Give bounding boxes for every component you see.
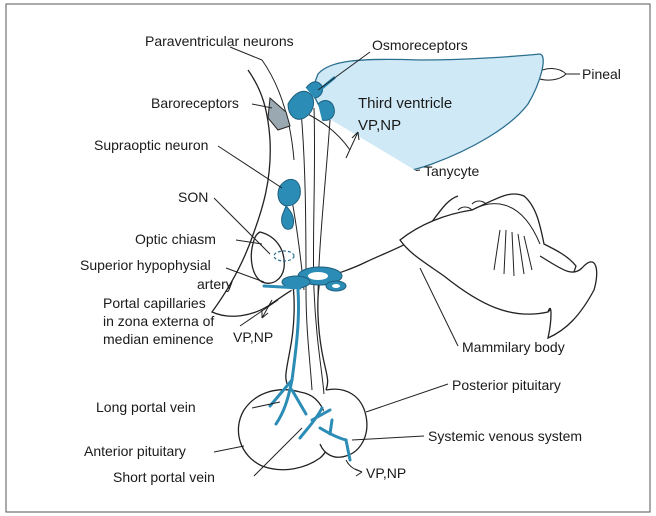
- paraventricular-label: Paraventricular neurons: [145, 33, 294, 49]
- mammillary-label: Mammilary body: [462, 339, 565, 355]
- osmoreceptors-label: Osmoreceptors: [372, 37, 468, 53]
- long-portal-vein-label: Long portal vein: [96, 399, 196, 415]
- vpnp-portal-label: VP,NP: [233, 329, 273, 345]
- portal-cap-label-1: Portal capillaries: [103, 295, 206, 311]
- baroreceptors-label: Baroreceptors: [151, 95, 239, 111]
- son-label: SON: [178, 189, 208, 205]
- plexus-gap-2: [332, 284, 340, 288]
- superior-hypophysial-artery-vessel: [264, 286, 300, 288]
- anterior-pituitary-label: Anterior pituitary: [84, 443, 186, 459]
- vpnp-systemic-label: VP,NP: [366, 465, 406, 481]
- plexus-gap-1: [308, 272, 328, 280]
- short-portal-vein-label: Short portal vein: [113, 469, 215, 485]
- supraoptic-neuron-label: Supraoptic neuron: [94, 137, 208, 153]
- posterior-pituitary-shape: [320, 389, 367, 457]
- sup-hypo-artery-label-1: Superior hypophysial: [80, 257, 211, 273]
- vpnp-ventricle-label: VP,NP: [358, 117, 401, 134]
- pineal-label: Pineal: [582, 66, 621, 82]
- tanycyte-label: Tanycyte: [424, 163, 479, 179]
- vpnp-portal-arrowhead: [262, 310, 268, 318]
- portal-cap-label-3: median eminence: [103, 331, 214, 347]
- sup-hypo-artery-label-2: artery: [197, 276, 233, 292]
- third-ventricle-label: Third ventricle: [358, 95, 452, 112]
- posterior-pituitary-label: Posterior pituitary: [452, 377, 561, 393]
- systemic-venous-label: Systemic venous system: [428, 428, 582, 444]
- anterior-pituitary-leader: [214, 446, 244, 452]
- vpnp-systemic-arrow-line: [346, 460, 362, 472]
- anterior-pituitary-shape: [238, 390, 330, 470]
- portal-cap-label-2: in zona externa of: [103, 313, 214, 329]
- optic-chiasm-label: Optic chiasm: [135, 231, 216, 247]
- systemic-venous-branch: [330, 420, 332, 434]
- posterior-pituitary-leader: [366, 384, 448, 412]
